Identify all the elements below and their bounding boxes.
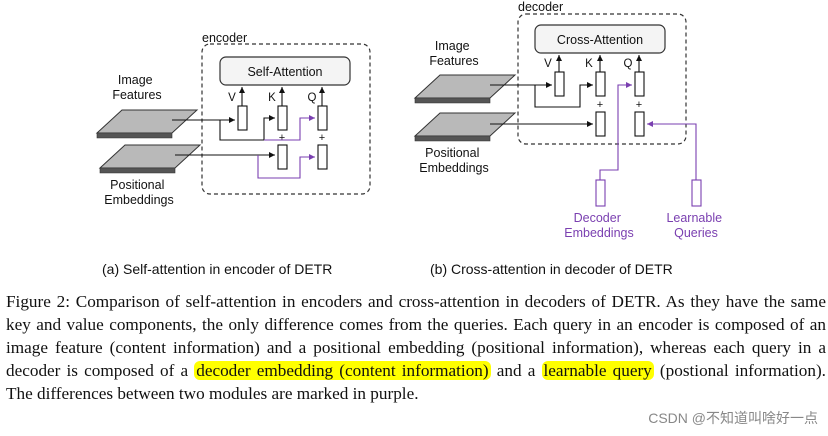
decoder-box: [517, 13, 687, 145]
decoder-v-vector: [554, 71, 565, 97]
cross-attention-label: Cross-Attention: [557, 33, 643, 47]
encoder-image-features-plate: [95, 109, 199, 134]
highlight-learnable-query: learnable query: [541, 361, 654, 380]
decoder-title: decoder: [518, 0, 563, 14]
encoder-q-label: Q: [308, 92, 317, 104]
decoder-v-label: V: [544, 58, 552, 70]
decoder-image-features-label: Image Features: [429, 39, 478, 68]
encoder-v-vector: [237, 105, 248, 131]
encoder-q-plus: +: [319, 132, 325, 144]
encoder-k-vector: [277, 105, 288, 131]
figure-caption: Figure 2: Comparison of self-attention i…: [6, 290, 826, 405]
decoder-k-plus: +: [597, 99, 603, 111]
caption-text-3: (postional information). The differences…: [6, 361, 826, 403]
self-attention-block: [219, 56, 351, 86]
caption-text-1: Figure 2: Comparison of self-attention i…: [6, 292, 826, 380]
encoder-k-label: K: [268, 92, 276, 104]
decoder-k-pos-vector: [595, 111, 606, 137]
encoder-q-vector: [317, 105, 328, 131]
cross-attention-block: [534, 24, 666, 54]
decoder-embeddings-vector: [595, 179, 606, 207]
encoder-positional-label: Positional Embeddings: [104, 178, 174, 207]
encoder-q-pos-vector: [317, 144, 328, 170]
encoder-k-pos-vector: [277, 144, 288, 170]
decoder-k-vector: [595, 71, 606, 97]
decoder-k-label: K: [585, 58, 593, 70]
decoder-q-label: Q: [624, 58, 633, 70]
encoder-title: encoder: [202, 31, 247, 45]
decoder-q-plus: +: [636, 99, 642, 111]
caption-text-2: and a: [490, 361, 542, 380]
highlight-decoder-embedding: decoder embedding (content information): [194, 361, 491, 380]
encoder-v-label: V: [228, 92, 236, 104]
decoder-caption: (b) Cross-attention in decoder of DETR: [430, 261, 673, 277]
self-attention-label: Self-Attention: [247, 65, 322, 79]
decoder-q-pos-vector: [634, 111, 645, 137]
learnable-queries-vector: [691, 179, 702, 207]
encoder-image-features-label: Image Features: [112, 73, 161, 102]
encoder-positional-plate: [98, 144, 202, 169]
learnable-queries-label: Learnable Queries: [666, 211, 725, 240]
decoder-positional-label: Positional Embeddings: [419, 146, 489, 175]
csdn-watermark: CSDN @不知道叫啥好一点: [648, 408, 818, 428]
decoder-embeddings-label: Decoder Embeddings: [564, 211, 634, 240]
decoder-image-features-plate: [413, 74, 517, 99]
encoder-box: [201, 43, 371, 195]
decoder-q-vector: [634, 71, 645, 97]
figure-diagram: encoder Self-Attention Image Features Po…: [95, 0, 725, 277]
encoder-k-plus: +: [279, 132, 285, 144]
detr-attention-diagram: encoder Self-Attention Image Features Po…: [95, 0, 725, 277]
encoder-caption: (a) Self-attention in encoder of DETR: [102, 261, 332, 277]
